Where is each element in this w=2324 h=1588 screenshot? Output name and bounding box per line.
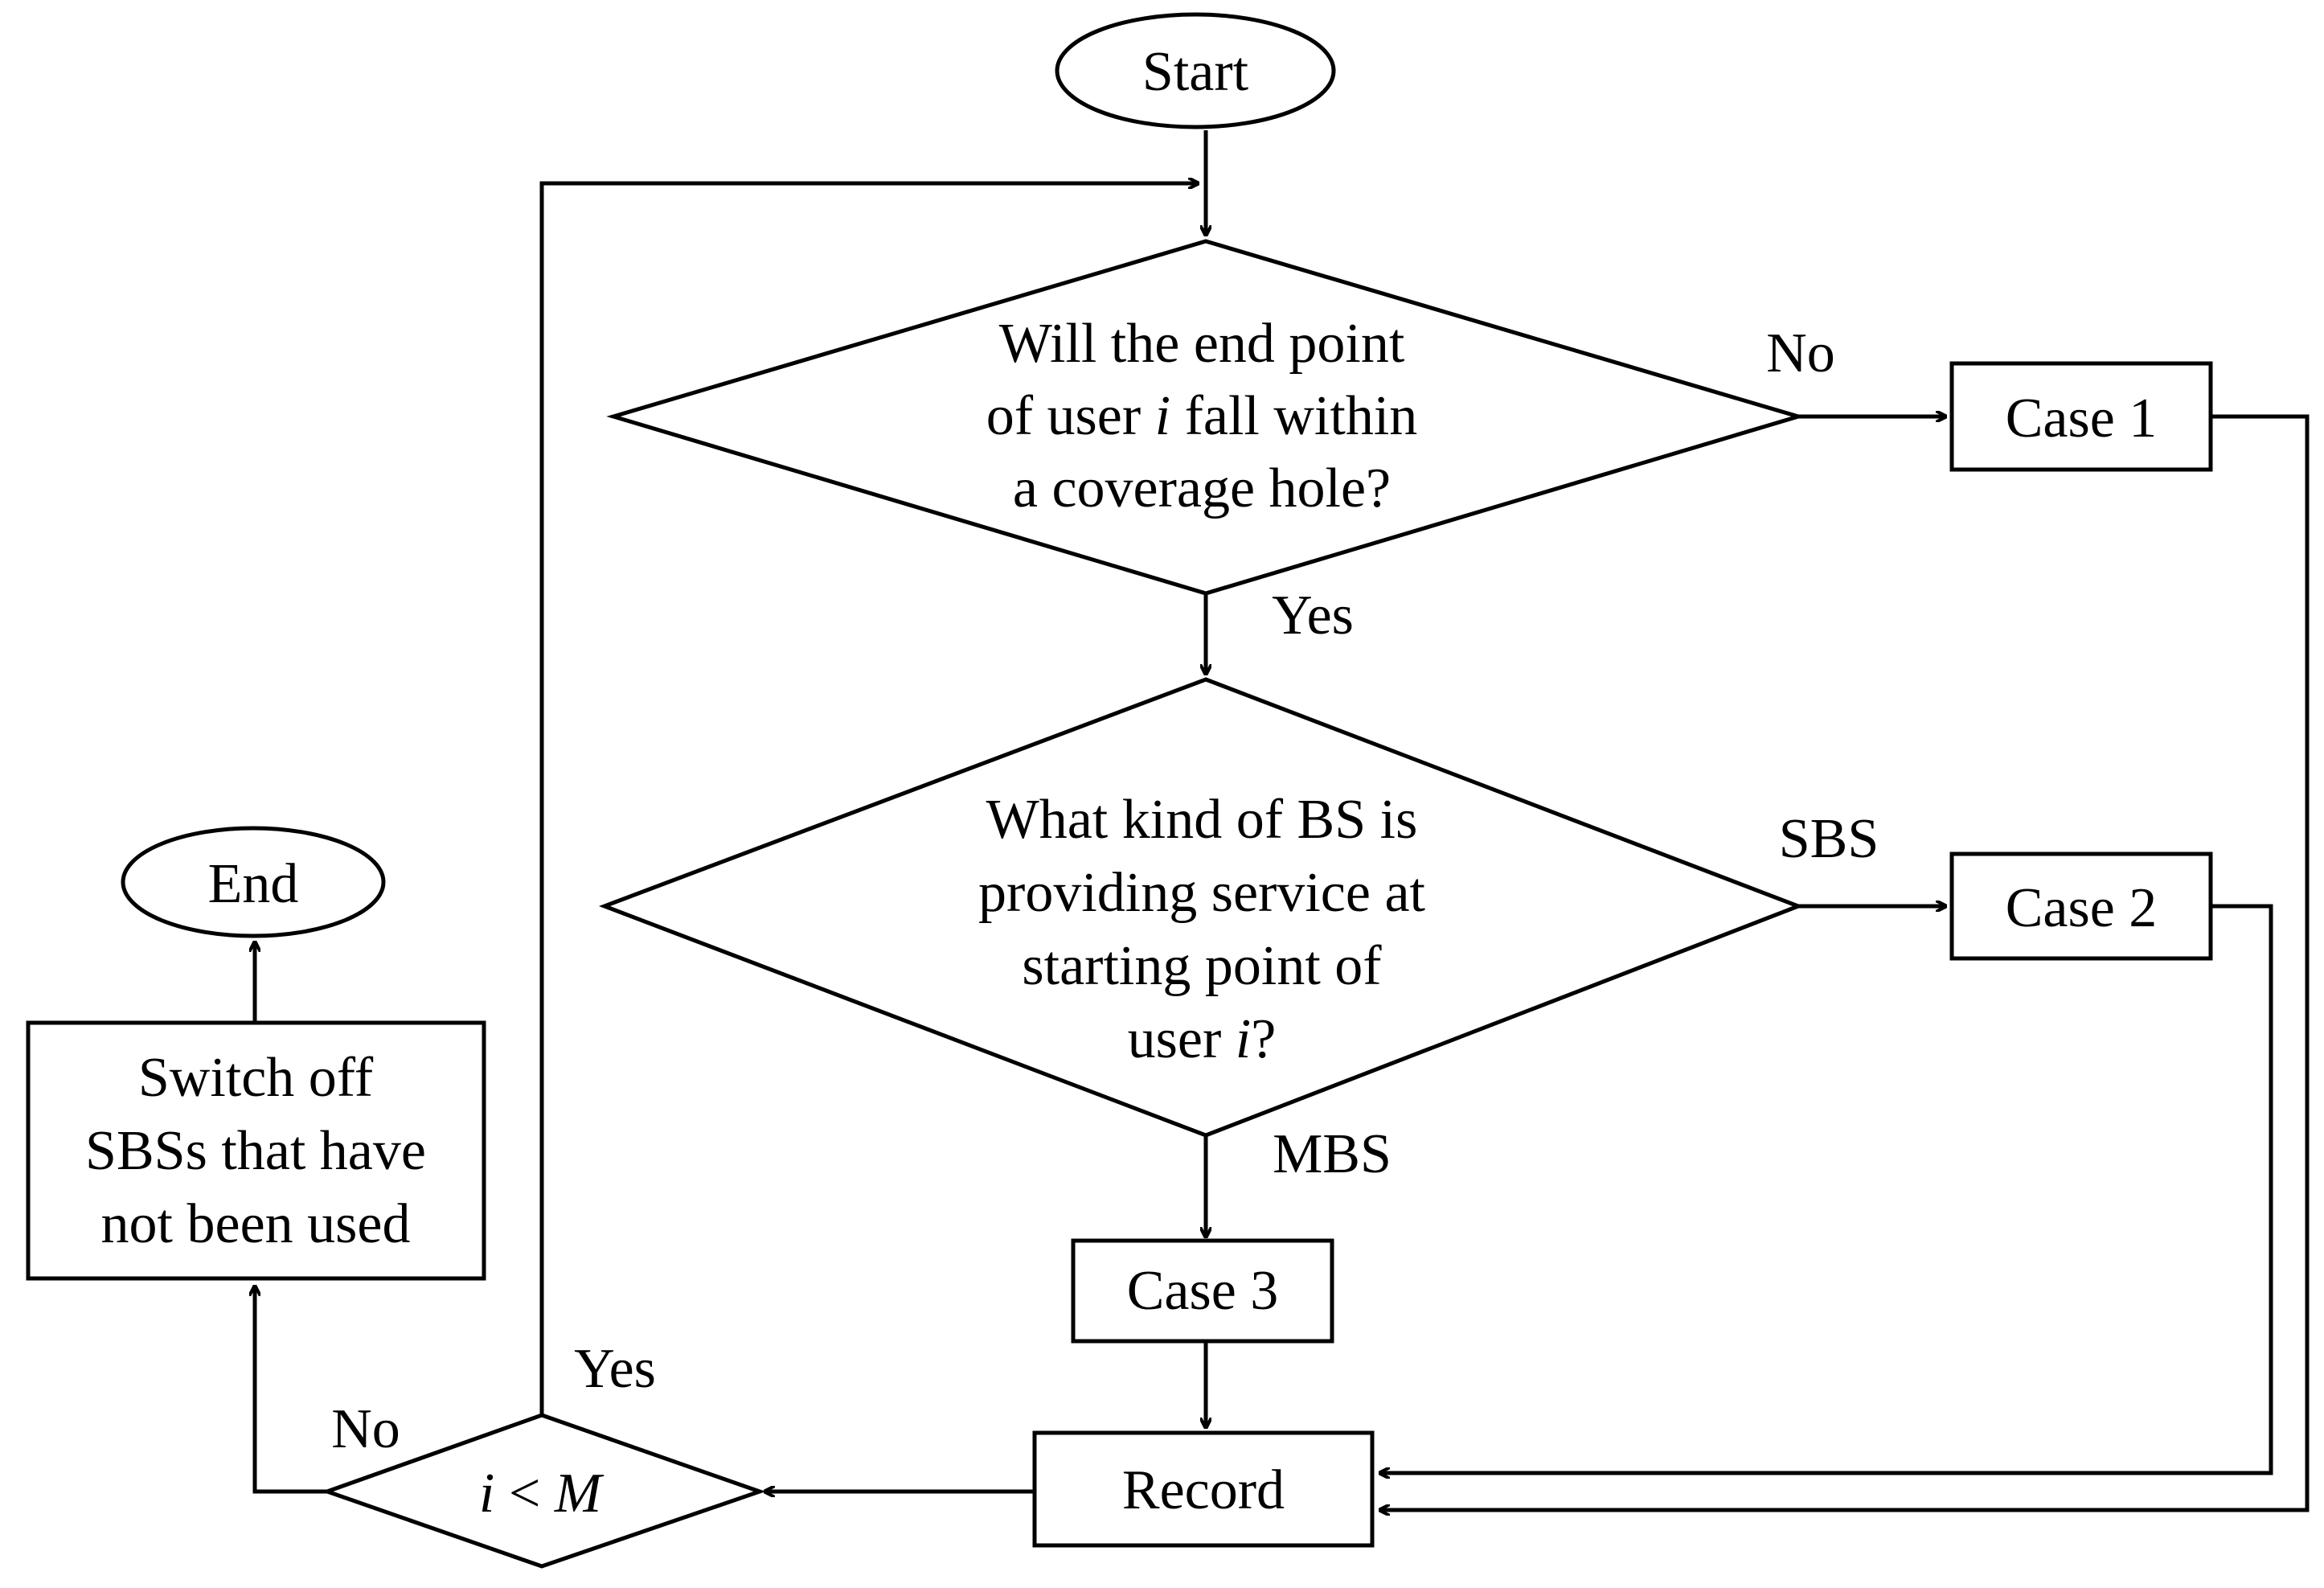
decision2-line1: What kind of BS is xyxy=(986,789,1418,851)
case3-box xyxy=(1071,1238,1334,1344)
end-terminal xyxy=(121,826,386,938)
edge-loop-yes-to-top xyxy=(539,183,1198,1415)
edge-label-d1-no: No xyxy=(1766,322,1835,384)
edge-label-loop-yes: Yes xyxy=(574,1338,656,1400)
edge-case1-to-record xyxy=(1380,414,2310,1510)
decision2-line3: starting point of xyxy=(1022,935,1382,997)
decision1-diamond xyxy=(606,239,1806,596)
decision1-line1: Will the end point xyxy=(999,313,1405,375)
case2-box xyxy=(1949,851,2213,961)
edge-label-d2-mbs: MBS xyxy=(1273,1123,1392,1185)
case1-box xyxy=(1949,361,2213,472)
edge-case2-to-record xyxy=(1380,904,2273,1473)
edge-label-d2-sbs: SBS xyxy=(1779,808,1879,870)
switchoff-line2: SBSs that have xyxy=(85,1120,426,1182)
loopcheck-diamond xyxy=(321,1413,766,1569)
switchoff-line3: not been used xyxy=(101,1193,411,1255)
edge-label-d1-yes: Yes xyxy=(1272,585,1354,646)
decision2-diamond xyxy=(598,677,1804,1138)
decision2-line4: user i? xyxy=(1128,1008,1277,1070)
decision1-line3: a coverage hole? xyxy=(1013,458,1391,519)
record-box xyxy=(1032,1430,1375,1548)
decision1-line2: of user i fall within xyxy=(986,385,1418,447)
switchoff-line1: Switch off xyxy=(138,1047,374,1109)
loopcheck-label: i < M xyxy=(479,1463,605,1524)
record-label: Record xyxy=(1122,1459,1285,1521)
switchoff-box xyxy=(26,1020,486,1281)
edge-label-loop-no: No xyxy=(331,1398,400,1460)
start-terminal xyxy=(1055,12,1336,129)
case2-label: Case 2 xyxy=(2006,877,2158,939)
case1-label: Case 1 xyxy=(2006,388,2158,449)
case3-label: Case 3 xyxy=(1127,1260,1279,1322)
start-label: Start xyxy=(1142,41,1249,103)
edge-loop-no-to-switchoff xyxy=(255,1286,327,1494)
end-label: End xyxy=(208,853,299,915)
decision2-line2: providing service at xyxy=(978,862,1425,924)
